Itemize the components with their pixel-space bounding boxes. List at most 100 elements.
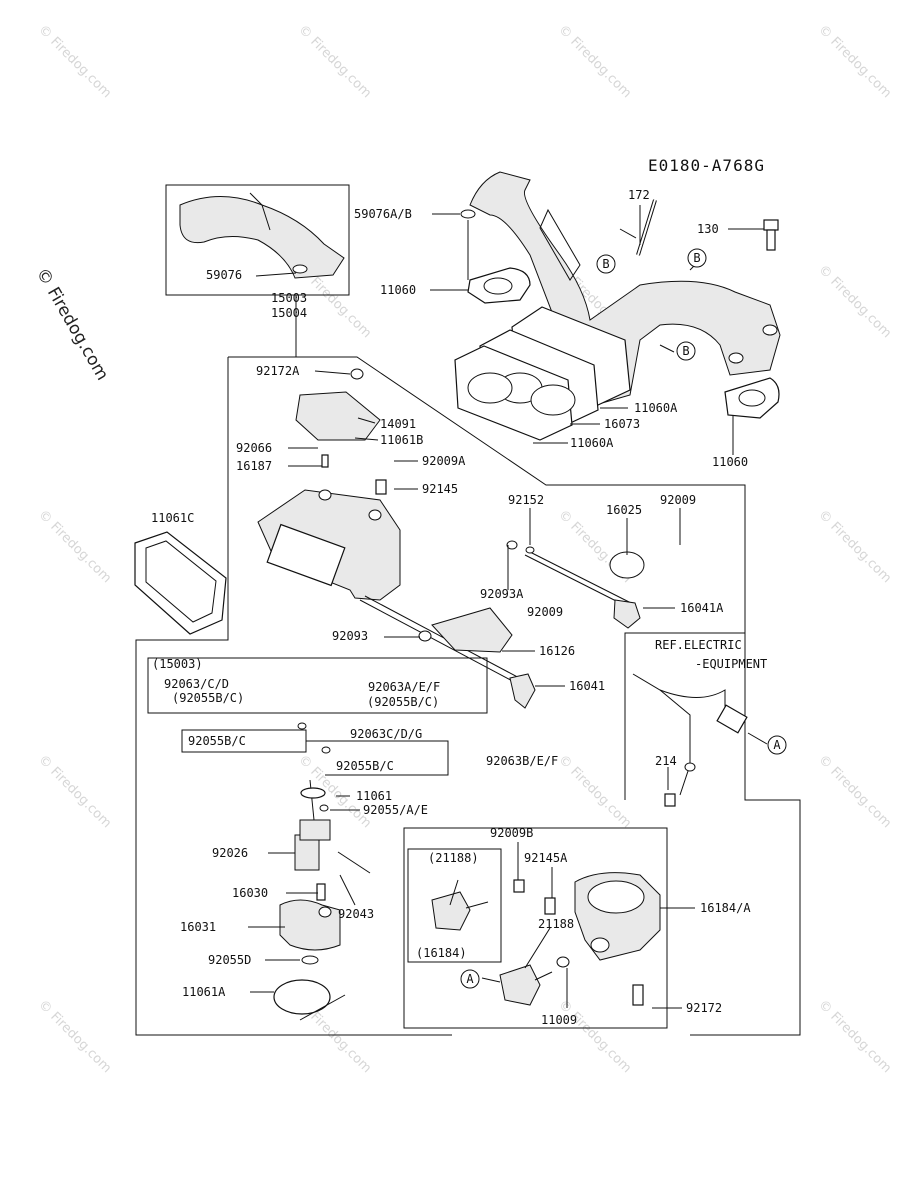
- plate-14091: [295, 368, 381, 441]
- gasket-11061c: [134, 531, 227, 635]
- part-number-label: 11060: [712, 455, 748, 469]
- part-number-label: 11061: [356, 789, 392, 803]
- callout-letter: B: [682, 344, 689, 358]
- part-number-label: 16184/A: [700, 901, 751, 915]
- solenoid-21188: [431, 891, 570, 1006]
- part-number-label: 92009B: [490, 826, 533, 840]
- watermark-text: © Firedog.com: [815, 507, 894, 586]
- part-number-label: 92145A: [524, 851, 568, 865]
- part-number-label: 92055/A/E: [363, 803, 428, 817]
- part-number-label: 11060: [380, 283, 416, 297]
- callout-circle: [767, 735, 787, 755]
- part-number-label: 59076A/B: [354, 207, 412, 221]
- part-number-label: 15004: [271, 306, 307, 320]
- part-number-label: 92063/C/D: [164, 677, 229, 691]
- flange-gasket-11060-top: [467, 267, 531, 304]
- part-number-label: 11060A: [634, 401, 678, 415]
- part-number-label: 92063A/E/F: [368, 680, 440, 694]
- part-number-label: 92063B/E/F: [486, 754, 558, 768]
- part-number-label: 92009: [527, 605, 563, 619]
- diagram-code: E0180-A768G: [648, 156, 765, 175]
- callout-circle: [596, 254, 616, 274]
- watermark-text: © Firedog.com: [295, 22, 374, 101]
- watermark-text: © Firedog.com: [555, 997, 634, 1076]
- callout-letter: A: [466, 972, 474, 986]
- part-number-label: 16041: [569, 679, 605, 693]
- part-number-label: 214: [655, 754, 677, 768]
- assembly-outline: [135, 184, 801, 1036]
- callout-circle: [687, 248, 707, 268]
- part-number-label: 92152: [508, 493, 544, 507]
- air-duct-59076: [179, 192, 345, 279]
- part-number-label: 92093: [332, 629, 368, 643]
- float-chamber-16184: [513, 872, 661, 1006]
- part-number-label: 92172A: [256, 364, 300, 378]
- watermark-text: © Firedog.com: [35, 22, 114, 101]
- watermark-text: © Firedog.com: [35, 752, 114, 831]
- callout-circle: [460, 969, 480, 989]
- part-labels: 59076A/B1721301106059076150031500411060A…: [151, 188, 751, 1027]
- throttle-shaft: [359, 595, 536, 709]
- callout-markers: B B B A A: [460, 248, 787, 989]
- part-number-label: 16031: [180, 920, 216, 934]
- part-number-label: 92066: [236, 441, 272, 455]
- part-number-label: (92055B/C): [367, 695, 439, 709]
- part-number-label: 16041A: [680, 601, 724, 615]
- part-number-label: 11061C: [151, 511, 194, 525]
- watermark-text: © Firedog.com: [35, 997, 114, 1076]
- ref-electric-label: REF.ELECTRIC: [655, 638, 742, 652]
- part-number-label: 11009: [541, 1013, 577, 1027]
- part-number-label: 92172: [686, 1001, 722, 1015]
- part-number-label: 92055B/C: [188, 734, 246, 748]
- part-number-label: 92026: [212, 846, 248, 860]
- watermark-text: © Firedog.com: [815, 997, 894, 1076]
- callout-a: A: [460, 969, 480, 989]
- bolt-130: [763, 219, 779, 251]
- callout-b: B: [596, 254, 616, 274]
- part-number-label: (15003): [152, 657, 203, 671]
- float-16031: [279, 899, 341, 965]
- part-number-label: 92055D: [208, 953, 251, 967]
- flange-gasket-11060-right: [724, 377, 780, 419]
- part-number-label: 92063C/D/G: [350, 727, 422, 741]
- part-number-label: 15003: [271, 291, 307, 305]
- part-number-label: 21188: [538, 917, 574, 931]
- part-number-label: 92093A: [480, 587, 524, 601]
- callout-circle: [676, 341, 696, 361]
- callout-letter: A: [773, 738, 781, 752]
- part-number-label: 14091: [380, 417, 416, 431]
- leader-lines: [248, 205, 768, 1009]
- callout-a: A: [767, 735, 787, 755]
- callout-b: B: [676, 341, 696, 361]
- watermark-text: © Firedog.com: [815, 22, 894, 101]
- part-number-label: 16030: [232, 886, 268, 900]
- choke-shaft: [418, 540, 645, 642]
- part-number-label: 92009A: [422, 454, 466, 468]
- part-number-label: 16025: [606, 503, 642, 517]
- stud-172: [636, 199, 657, 256]
- callout-letter: B: [602, 257, 609, 271]
- jet-and-needle-assembly: [294, 722, 371, 901]
- part-number-label: (92055B/C): [172, 691, 244, 705]
- manifold-gaskets: [454, 306, 631, 441]
- callout-letter: B: [693, 251, 700, 265]
- callout-b: B: [687, 248, 707, 268]
- part-number-label: 92055B/C: [336, 759, 394, 773]
- part-number-label: 92009: [660, 493, 696, 507]
- part-number-label: 11061A: [182, 985, 226, 999]
- watermark-text: © Firedog.com: [555, 752, 634, 831]
- part-number-label: 16073: [604, 417, 640, 431]
- part-number-label: (16184): [416, 946, 467, 960]
- ref-equipment-label: -EQUIPMENT: [695, 657, 767, 671]
- part-number-label: 16126: [539, 644, 575, 658]
- part-number-label: 130: [697, 222, 719, 236]
- part-number-label: 16187: [236, 459, 272, 473]
- part-number-label: 172: [628, 188, 650, 202]
- part-number-label: (21188): [428, 851, 479, 865]
- part-number-label: 92145: [422, 482, 458, 496]
- part-number-label: 59076: [206, 268, 242, 282]
- electric-wire: [632, 673, 748, 807]
- copyright-text: © Firedog.com: [32, 265, 113, 384]
